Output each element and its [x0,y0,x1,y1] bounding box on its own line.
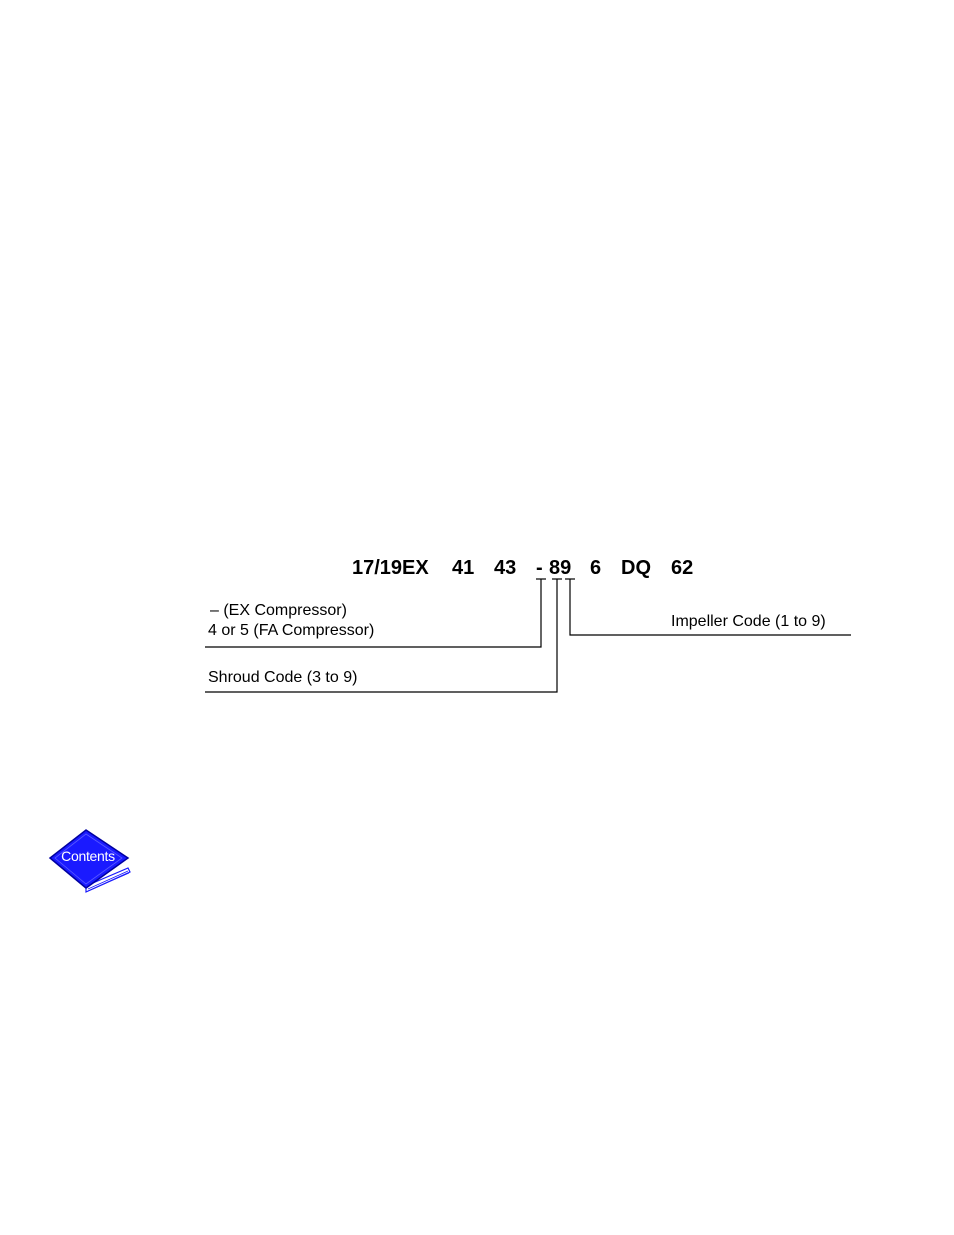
contents-button-label: Contents [61,848,115,864]
shroud-code-label: Shroud Code (3 to 9) [208,669,358,686]
contents-button[interactable]: Contents [48,828,134,898]
model-part-voltage-code: 62 [671,557,694,579]
compressor-ex-label: – (EX Compressor) [210,602,347,619]
model-part-motor-code: 6 [590,557,602,579]
model-part-series: 17/19EX [352,557,429,579]
model-part-motor-type: DQ [621,557,651,579]
model-part-shroud-impeller: 89 [549,557,572,579]
impeller-code-label: Impeller Code (1 to 9) [671,613,826,630]
model-part-cooler-size: 41 [452,557,475,579]
model-part-compressor-code: - [536,557,543,579]
compressor-fa-label: 4 or 5 (FA Compressor) [208,622,375,639]
contents-book-icon [48,829,131,893]
model-part-condenser-size: 43 [494,557,517,579]
